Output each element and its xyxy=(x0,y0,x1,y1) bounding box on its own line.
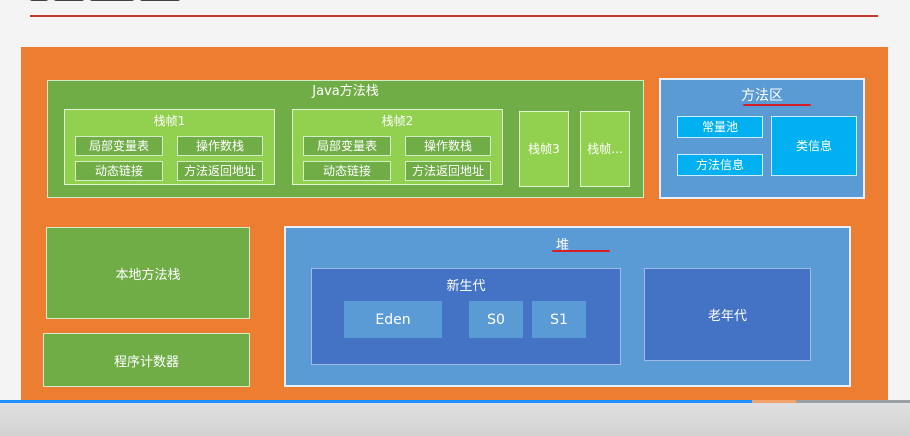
player-control-bar xyxy=(0,403,910,436)
player-progress-buffered xyxy=(752,400,796,403)
stack-frame-1: 栈帧1 局部变量表 操作数栈 动态链接 方法返回地址 xyxy=(64,109,275,185)
local-variable-table: 局部变量表 xyxy=(303,136,391,156)
survivor-s0: S0 xyxy=(469,301,523,338)
operand-stack: 操作数栈 xyxy=(405,136,491,156)
stack-frame-2: 栈帧2 局部变量表 操作数栈 动态链接 方法返回地址 xyxy=(292,109,503,185)
java-method-stack-title: Java方法栈 xyxy=(312,84,379,99)
young-generation: 新生代 Eden S0 S1 xyxy=(311,268,621,365)
java-method-stack: Java方法栈 栈帧1 局部变量表 操作数栈 动态链接 方法返回地址 栈帧2 局… xyxy=(47,80,644,198)
slide: Java方法栈 栈帧1 局部变量表 操作数栈 动态链接 方法返回地址 栈帧2 局… xyxy=(0,0,910,410)
old-generation: 老年代 xyxy=(644,268,811,361)
heap-annotation xyxy=(552,250,610,252)
title-underline xyxy=(30,15,878,17)
young-generation-title: 新生代 xyxy=(446,279,486,294)
constant-pool: 常量池 xyxy=(677,116,763,138)
method-area: 方法区 常量池 方法信息 类信息 xyxy=(659,78,865,199)
heap: 堆 新生代 Eden S0 S1 老年代 xyxy=(284,226,851,387)
jvm-memory-area: Java方法栈 栈帧1 局部变量表 操作数栈 动态链接 方法返回地址 栈帧2 局… xyxy=(21,47,888,408)
dynamic-linking: 动态链接 xyxy=(75,161,163,181)
class-info: 类信息 xyxy=(771,116,857,176)
return-address: 方法返回地址 xyxy=(177,161,263,181)
stack-frame-3: 栈帧3 xyxy=(519,111,569,187)
method-info: 方法信息 xyxy=(677,154,763,176)
stack-frame-more: 栈帧... xyxy=(580,111,630,187)
dynamic-linking: 动态链接 xyxy=(303,161,391,181)
slide-title-cropped xyxy=(30,0,230,6)
stack-frame-1-title: 栈帧1 xyxy=(153,114,186,128)
local-variable-table: 局部变量表 xyxy=(75,136,163,156)
program-counter: 程序计数器 xyxy=(43,333,250,387)
method-area-title: 方法区 xyxy=(741,88,783,104)
stack-frame-2-title: 栈帧2 xyxy=(381,114,414,128)
survivor-s1: S1 xyxy=(532,301,586,338)
return-address: 方法返回地址 xyxy=(405,161,491,181)
eden-space: Eden xyxy=(344,301,442,338)
method-area-annotation xyxy=(743,104,811,106)
player-progress-played xyxy=(0,400,752,403)
heap-title: 堆 xyxy=(556,238,570,253)
operand-stack: 操作数栈 xyxy=(177,136,263,156)
native-method-stack: 本地方法栈 xyxy=(46,227,250,319)
